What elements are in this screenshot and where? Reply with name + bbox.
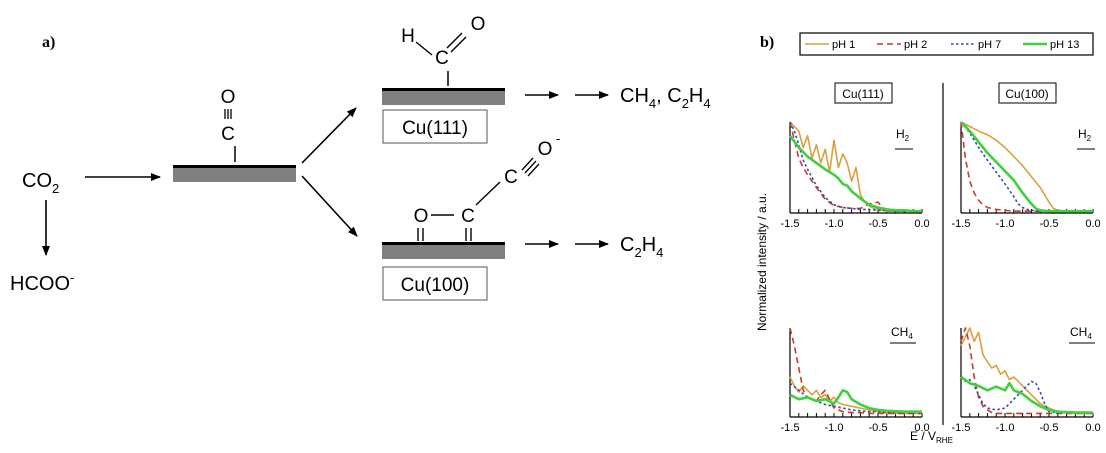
x-tick-label: 0.0 <box>914 422 929 434</box>
panel-b-label: b) <box>760 34 774 51</box>
x-axis-label: E / VRHE <box>910 429 953 445</box>
col-title-box-100 <box>998 82 1057 104</box>
y-axis-label: Normalized intensity / a.u. <box>755 193 769 331</box>
facet-label-111: Cu(111) <box>402 118 468 139</box>
arrow-to-cu111 <box>301 107 357 164</box>
product-cu111: CH4, C2H4 <box>620 85 711 111</box>
x-tick-label: -1.5 <box>952 422 971 434</box>
species-label-h2-100: H2 <box>1077 127 1095 150</box>
facet-box-111 <box>382 109 488 144</box>
series-line-ph-1 <box>789 376 922 415</box>
cho-adsorbate: H C O <box>401 14 485 86</box>
x-tick-label: -1.0 <box>825 218 844 230</box>
panel-b: b) pH 1 pH 2 pH 7 pH 13 Cu(111) Cu(100) Nor… <box>755 32 1101 445</box>
svg-text:O: O <box>538 139 553 160</box>
legend-label: pH 1 <box>832 39 855 51</box>
col-title-111: Cu(111) <box>842 87 884 101</box>
series-line-ph-13 <box>788 134 922 213</box>
x-tick-label: -1.0 <box>996 422 1015 434</box>
svg-text:O: O <box>221 87 236 108</box>
panel-a-label: a) <box>42 34 55 51</box>
svg-text:CH4: CH4 <box>891 325 913 341</box>
species-label-ch4-111: CH4 <box>890 325 916 344</box>
co2-label: CO2 <box>22 170 59 196</box>
x-tick-label: -1.0 <box>825 422 844 434</box>
legend-label: pH 7 <box>978 39 1001 51</box>
surface-100-top <box>382 242 505 245</box>
series-line-ph-2 <box>789 327 922 415</box>
species-label-h2-111: H2 <box>895 127 913 150</box>
col-title-box-111 <box>834 82 893 104</box>
svg-text:C: C <box>221 124 235 145</box>
x-tick-label: -0.5 <box>869 422 888 434</box>
legend-label: pH 2 <box>904 39 927 51</box>
formate-label: HCOO- <box>10 270 74 295</box>
col-title-100: Cu(100) <box>1005 87 1048 101</box>
surface-111 <box>382 91 505 105</box>
x-tick-label: 0.0 <box>1085 218 1100 230</box>
surface-100 <box>382 245 505 259</box>
series-line-ph-1 <box>960 327 1093 415</box>
svg-text:-: - <box>556 131 560 146</box>
series-line-ph-13 <box>789 388 922 414</box>
subplots: -1.5 -1.0 -0.5 0.0 -1.5 -1.0 -0.5 0.0 -1.5 -1.0 -0… <box>781 121 1101 434</box>
legend-item-ph-13: pH 13 <box>1023 39 1079 51</box>
subplot-cu111-ch4: -1.5 -1.0 -0.5 0.0 <box>781 327 930 434</box>
svg-text:H2: H2 <box>896 127 910 143</box>
surface-111-top <box>382 88 505 91</box>
x-tick-label: -1.5 <box>781 422 800 434</box>
product-cu100: C2H4 <box>620 234 663 260</box>
species-label-ch4-100: CH4 <box>1069 325 1095 344</box>
co-adsorbate: O C <box>221 87 236 162</box>
subplot-cu111-h2: -1.5 -1.0 -0.5 0.0 <box>781 121 930 230</box>
svg-text:O: O <box>471 14 486 35</box>
x-tick-label: -1.0 <box>996 218 1015 230</box>
svg-text:CH4: CH4 <box>1070 325 1092 341</box>
legend-label: pH 13 <box>1050 39 1079 51</box>
legend-item-ph-1: pH 1 <box>805 39 855 51</box>
legend-item-ph-7: pH 7 <box>951 39 1001 51</box>
svg-text:C: C <box>504 167 518 188</box>
series-line-ph-13 <box>960 121 1093 213</box>
subplot-cu100-ch4: -1.5 -1.0 -0.5 0.0 <box>952 327 1101 434</box>
x-tick-label: -0.5 <box>1040 218 1059 230</box>
series-line-ph-2 <box>960 327 1093 415</box>
x-tick-label: -0.5 <box>869 218 888 230</box>
series-line-ph-7 <box>960 376 1093 414</box>
svg-text:H2: H2 <box>1078 127 1092 143</box>
legend-box <box>799 32 1094 56</box>
x-tick-label: -1.5 <box>952 218 971 230</box>
arrow-to-cu100 <box>301 175 358 237</box>
surface-center-top <box>173 165 296 168</box>
panel-a: a) CO2 HCOO- O C H C <box>10 14 711 301</box>
surface-center <box>173 168 296 182</box>
legend-item-ph-2: pH 2 <box>877 39 927 51</box>
svg-text:C: C <box>435 48 449 69</box>
svg-text:C: C <box>461 206 475 227</box>
series-line-ph-2 <box>960 121 1093 212</box>
legend: pH 1 pH 2 pH 7 pH 13 <box>799 32 1094 56</box>
x-tick-label: 0.0 <box>914 218 929 230</box>
x-tick-label: -1.5 <box>781 218 800 230</box>
subplot-cu100-h2: -1.5 -1.0 -0.5 0.0 <box>952 121 1101 230</box>
x-tick-label: 0.0 <box>1085 422 1100 434</box>
series-line-ph-7 <box>789 382 922 414</box>
facet-label-100: Cu(100) <box>401 275 470 296</box>
svg-text:O: O <box>414 206 429 227</box>
svg-text:H: H <box>401 26 415 47</box>
series-line-ph-13 <box>960 375 1093 414</box>
x-tick-label: -0.5 <box>1040 422 1059 434</box>
ococ-adsorbate: O C C O - <box>414 131 560 241</box>
facet-box-100 <box>382 266 488 301</box>
